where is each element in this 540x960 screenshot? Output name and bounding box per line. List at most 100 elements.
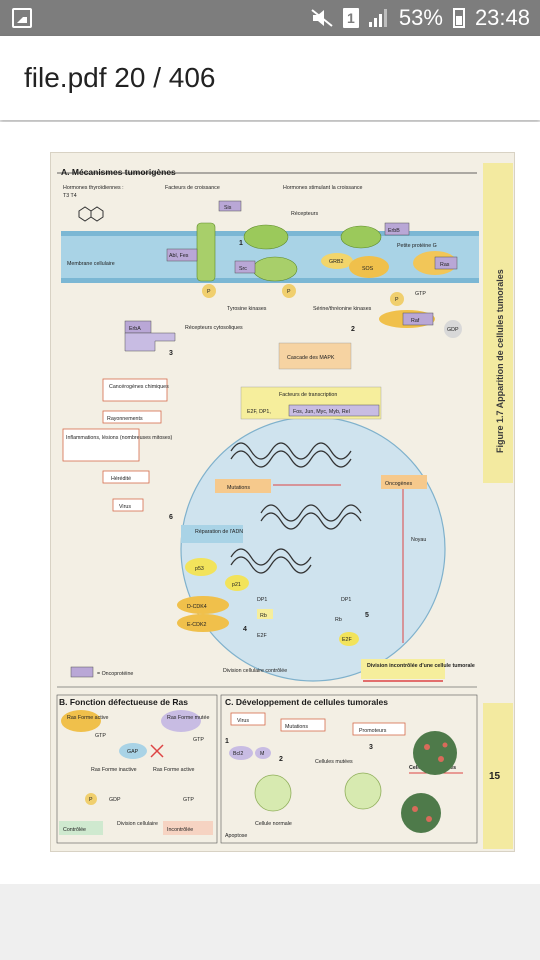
label-heredity: Hérédité <box>111 476 131 482</box>
label-tf-right: Fos, Jun, Myc, Myb, Rel <box>293 409 350 415</box>
label-src: Src <box>239 266 247 272</box>
label-c-virus: Virus <box>237 718 249 724</box>
marker-6: 6 <box>169 514 173 521</box>
label-oncoprotein-legend: = Oncoprotéine <box>97 671 133 677</box>
status-icons: 1 53% 23:48 <box>311 0 530 36</box>
label-controlled-division: Division cellulaire contrôlée <box>223 668 287 674</box>
label-gdp: GDP <box>447 327 459 333</box>
label-carcinogens: Cancérogènes chimiques <box>109 384 169 390</box>
label-e2f-2: E2F <box>342 637 352 643</box>
marker-3: 3 <box>169 350 173 357</box>
label-b-controlled: Contrôlée <box>63 827 86 833</box>
label-nucleus: Noyau <box>411 537 426 543</box>
label-t3-t4: T3 T4 <box>63 193 77 199</box>
label-inflammation: Inflammations, lésions (nombreuses mitos… <box>66 435 173 441</box>
label-p-1: P <box>207 289 211 295</box>
label-dna-repair: Réparation de l'ADN <box>195 529 243 535</box>
status-bar: 1 53% 23:48 <box>0 0 540 36</box>
label-c-mutations: Mutations <box>285 724 308 730</box>
label-gtp: GTP <box>415 291 426 297</box>
label-membrane: Membrane cellulaire <box>67 261 115 267</box>
document-title: file.pdf 20 / 406 <box>24 62 216 93</box>
label-hormones-thyroid: Hormones thyroïdiennes : <box>63 185 124 191</box>
pdf-page[interactable]: Figure 1.7 Apparition de cellules tumora… <box>50 152 515 852</box>
marker-c2: 2 <box>279 756 283 763</box>
label-b-ras-mutated: Ras Forme mutée <box>167 715 209 721</box>
label-sos: SOS <box>362 266 374 272</box>
section-b-title: B. Fonction défectueuse de Ras <box>59 697 188 707</box>
label-tyrosine-kinases: Tyrosine kinases <box>227 306 267 312</box>
label-radiation: Rayonnements <box>107 416 143 422</box>
label-hormones-growth: Hormones stimulant la croissance <box>283 185 363 191</box>
label-erba: ErbA <box>129 326 141 332</box>
label-b-p: P <box>89 797 93 803</box>
label-grb2: GRB2 <box>329 259 343 265</box>
label-b-gap: GAP <box>127 749 139 755</box>
label-virus: Virus <box>119 504 131 510</box>
label-c-m: M <box>260 751 264 757</box>
label-p-2: P <box>287 289 291 295</box>
label-erbb: ErbB <box>388 228 400 234</box>
marker-2: 2 <box>351 326 355 333</box>
label-cytosolic: Récepteurs cytosoliques <box>185 325 243 331</box>
label-c-apoptosis: Apoptose <box>225 833 247 839</box>
label-rb-1: Rb <box>260 613 267 619</box>
label-mutations: Mutations <box>227 485 250 491</box>
label-sis: Sis <box>224 205 232 211</box>
label-receptors: Récepteurs <box>291 211 318 217</box>
section-a-title: A. Mécanismes tumorigènes <box>61 167 176 177</box>
label-c-bcl2: Bcl2 <box>233 751 243 757</box>
label-p53: p53 <box>195 566 204 572</box>
clock: 23:48 <box>474 5 530 30</box>
label-abl-fes: Abl, Fes <box>169 253 189 259</box>
label-small-g: Petite protéine G <box>397 243 437 249</box>
mute-icon <box>311 9 333 27</box>
marker-5: 5 <box>365 612 369 619</box>
label-b-uncontrolled: Incontrôlée <box>167 827 193 833</box>
label-b-ras-active2: Ras Forme active <box>153 767 195 773</box>
page-number: 15 <box>489 771 501 782</box>
label-dp1-2: DP1 <box>341 597 351 603</box>
label-b-ras-active: Ras Forme active <box>67 715 109 721</box>
battery-icon <box>452 8 465 28</box>
label-e2f-1: E2F <box>257 633 267 639</box>
label-p-3: P <box>395 297 399 303</box>
label-b-gtp-1: GTP <box>95 733 106 739</box>
label-growth-factors: Facteurs de croissance <box>165 185 220 191</box>
label-c-mutated-cells: Cellules mutées <box>315 759 353 765</box>
label-tf-left: E2F, DP1, <box>247 409 271 415</box>
label-transcription-factors: Facteurs de transcription <box>279 392 337 398</box>
side-figure-title: Figure 1.7 Apparition de cellules tumora… <box>495 269 505 453</box>
label-b-gtp-3: GTP <box>183 797 194 803</box>
label-p21: p21 <box>232 582 241 588</box>
label-dp1-1: DP1 <box>257 597 267 603</box>
label-c-normal-cell: Cellule normale <box>255 821 292 827</box>
label-mapk: Cascade des MAPK <box>287 355 335 361</box>
label-b-ras-inactive: Ras Forme inactive <box>91 767 137 773</box>
label-uncontrolled-division: Division incontrôlée d'une cellule tumor… <box>367 663 475 669</box>
signal-icon <box>368 9 389 27</box>
battery-percent: 53% <box>398 5 443 30</box>
marker-c1: 1 <box>225 738 229 745</box>
pdf-viewer[interactable]: Figure 1.7 Apparition de cellules tumora… <box>0 122 540 884</box>
marker-c3: 3 <box>369 744 373 751</box>
bottom-area <box>0 884 540 960</box>
label-raf: Raf <box>411 318 420 324</box>
label-rb-2: Rb <box>335 617 342 623</box>
label-serine-kinases: Sérine/thréonine kinases <box>313 306 372 312</box>
label-ecdk: E-CDK2 <box>187 622 206 628</box>
label-c-promoters: Promoteurs <box>359 728 387 734</box>
gallery-notification-icon <box>12 8 32 28</box>
label-oncogenes: Oncogènes <box>385 481 412 487</box>
label-b-gdp: GDP <box>109 797 121 803</box>
figure-illustration: Figure 1.7 Apparition de cellules tumora… <box>56 163 513 849</box>
marker-4: 4 <box>243 626 247 633</box>
label-b-gtp-2: GTP <box>193 737 204 743</box>
label-b-division: Division cellulaire <box>117 821 158 827</box>
app-bar: file.pdf 20 / 406 <box>0 36 540 120</box>
label-dcdk: D-CDK4 <box>187 604 207 610</box>
label-ras: Ras <box>440 262 450 268</box>
section-c-title: C. Développement de cellules tumorales <box>225 697 388 707</box>
sim-card-icon: 1 <box>342 8 359 28</box>
marker-1: 1 <box>239 240 243 247</box>
